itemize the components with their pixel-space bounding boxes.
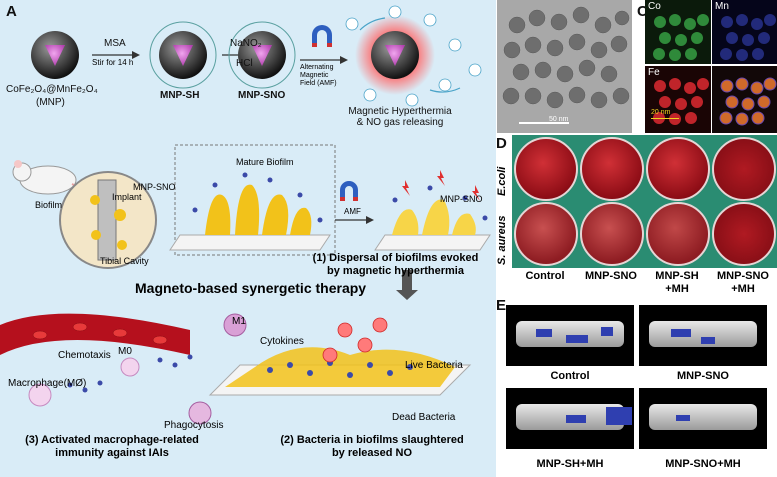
dish-ecoli-mnp-sh-mh (646, 137, 710, 201)
chemotaxis-label: Chemotaxis (58, 350, 111, 361)
row-label-ecoli-wrap: E.coli (494, 152, 510, 202)
panel-d-label: D (496, 135, 507, 152)
dish-saureus-mnp-sno (580, 202, 644, 266)
mnp-sh-particle (149, 21, 217, 89)
no-release (322, 317, 388, 363)
mature-biofilm-label: Mature Biofilm (236, 157, 294, 167)
eds-mn-map: Mn (712, 0, 777, 64)
e-label-control: Control (550, 370, 590, 382)
synthesis-scheme (31, 5, 482, 107)
m0-label: M0 (118, 346, 132, 357)
implant (97, 179, 117, 261)
no-bubbles (345, 5, 482, 107)
macrophage-cells (28, 313, 247, 425)
mature-biofilm-plate (169, 172, 331, 251)
panel-e-label: E (496, 297, 507, 314)
eds-co-map: Co (645, 0, 711, 64)
mnp-sno-right-label: MNP-SNO (440, 194, 483, 204)
phagocytosis-label: Phagocytosis (164, 420, 224, 431)
biofilm-scheme (12, 144, 491, 300)
dish-ecoli-mnp-sno-mh (712, 137, 776, 201)
cytokines-label: Cytokines (260, 336, 304, 347)
tibial-cavity-label: Tibial Cavity (100, 256, 149, 266)
dispersed-biofilm-plate (374, 170, 491, 251)
magnet-icon-2 (340, 181, 358, 201)
dish-ecoli-control (514, 137, 578, 201)
dish-saureus-control (514, 202, 578, 266)
step2-reagent-1: NaNO₂ (230, 38, 262, 49)
heated-particle (355, 15, 435, 95)
fe-label: Fe (648, 67, 660, 78)
step2-caption: (2) Bacteria in biofilms slaughtered by … (280, 434, 464, 459)
mnp-sh-label: MNP-SH (160, 90, 200, 101)
panel-a-schematic: A (0, 0, 496, 477)
dish-saureus-mnp-sh-mh (646, 202, 710, 266)
panel-a-label: A (6, 3, 17, 20)
therapy-scheme (0, 313, 472, 425)
micro-ct-blue-regions (536, 327, 715, 425)
down-arrow (396, 270, 418, 300)
eds-fe-map: Fe 20 nm (645, 66, 711, 133)
mn-label: Mn (715, 1, 729, 12)
panel-c-label: C (637, 3, 648, 20)
row-label-ecoli: E.coli (496, 166, 508, 196)
col-label-mnp-sh-mh: MNP-SH+MH (655, 270, 699, 295)
eds-scale-line (651, 118, 679, 119)
e-label-mnp-sh-mh: MNP-SH+MH (536, 458, 604, 470)
live-bacteria-label: Live Bacteria (405, 360, 463, 371)
mnp-abbrev: (MNP) (36, 97, 65, 108)
blood-vessel (0, 313, 190, 355)
micro-ct-mnp-sno (639, 305, 767, 366)
tem-scale-bar: 50 nm (549, 116, 569, 123)
m1-label: M1 (232, 316, 246, 327)
step2-reagent-2: HCl (236, 58, 253, 69)
eds-scale-bar: 20 nm (651, 109, 671, 116)
col-label-control: Control (525, 270, 565, 282)
amf-label-2: AMF (344, 207, 361, 216)
dish-ecoli-mnp-sno (580, 137, 644, 201)
macrophage-label: Macrophage(MØ) (8, 378, 87, 389)
e-label-mnp-sno-mh: MNP-SNO+MH (665, 458, 741, 470)
therapy-title: Magneto-based synergetic therapy (135, 280, 367, 296)
tem-image: 50 nm (497, 0, 632, 133)
step1-reagent: MSA (104, 38, 126, 49)
row-label-saureus: S. aureus (496, 215, 508, 265)
tem-particles (497, 0, 632, 133)
mnp-formula: CoFe₂O₄@MnFe₂O₄ (6, 84, 98, 95)
col-label-mnp-sno-mh: MNP-SNO+MH (717, 270, 769, 295)
step1-condition: Stir for 14 h (92, 58, 134, 67)
implant-label: Implant (112, 192, 142, 202)
row-label-saureus-wrap: S. aureus (494, 205, 510, 267)
mnp-sno-left-label: MNP-SNO (133, 182, 176, 192)
co-label: Co (648, 1, 661, 12)
col-label-mnp-sno: MNP-SNO (585, 270, 637, 282)
micro-ct-mnp-sno-mh (639, 388, 767, 449)
step1-caption: (1) Dispersal of biofilms evoked by magn… (312, 252, 479, 277)
hyperthermia-caption: Magnetic Hyperthermia & NO gas releasing (348, 106, 452, 128)
amf-label: Alternating Magnetic Field (AMF) (300, 64, 337, 87)
zoom-box (174, 144, 336, 256)
biofilm-label: Biofilm (35, 200, 63, 210)
dish-saureus-mnp-sno-mh (712, 202, 776, 266)
e-label-mnp-sno: MNP-SNO (677, 370, 729, 382)
dead-bacteria-label: Dead Bacteria (392, 412, 456, 423)
magnet-icon (312, 25, 332, 47)
step3-caption: (3) Activated macrophage-related immunit… (25, 434, 199, 459)
agar-plates-photo (512, 135, 777, 268)
eds-overlay-map (712, 66, 777, 133)
mnp-sno-label: MNP-SNO (238, 90, 286, 101)
mnp-particle (31, 31, 79, 79)
